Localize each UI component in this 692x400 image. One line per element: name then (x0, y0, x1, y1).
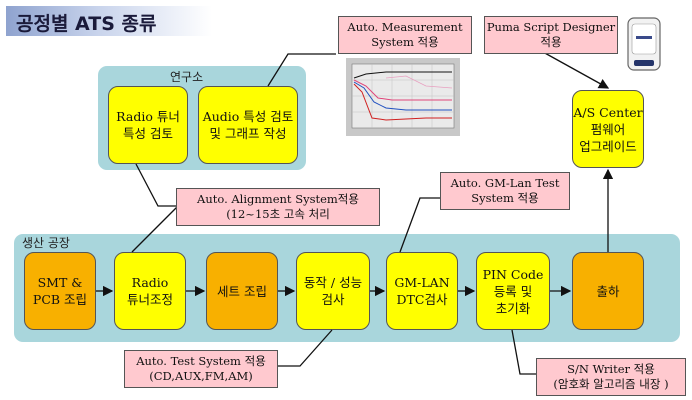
production-panel-label: 생산 공장 (22, 236, 70, 250)
step-gmlan-dtc: GM-LAN DTC검사 (386, 252, 458, 330)
note-gmlan-test: Auto. GM-Lan Test System 적용 (440, 172, 570, 210)
step-smt-pcb: SMT & PCB 조립 (24, 252, 96, 330)
usb-device-image (627, 17, 661, 71)
right-arrow-icon (542, 51, 610, 89)
step-shipping: 출하 (572, 252, 644, 330)
as-center-box: A/S Center 펌웨어 업그레이드 (572, 90, 644, 168)
page-title: 공정별 ATS 종류 (16, 13, 157, 35)
note-sn-writer: S/N Writer 적용 (암호화 알고리즘 내장 ) (536, 358, 686, 396)
note-auto-measurement: Auto. Measurement System 적용 (338, 16, 472, 54)
measurement-graph-image (346, 58, 460, 136)
step-function-test: 동작 / 성능 검사 (296, 252, 370, 330)
research-panel-label: 연구소 (170, 70, 204, 84)
note-auto-alignment: Auto. Alignment System적용 (12~15초 고속 처리 (176, 188, 380, 226)
note-puma-script: Puma Script Designer 적용 (484, 16, 618, 54)
step-radio-tuner: Radio 튜너조정 (114, 252, 186, 330)
research-box-radio: Radio 튜너 특성 검토 (108, 86, 188, 164)
step-pin-code: PIN Code 등록 및 초기화 (476, 252, 550, 330)
title-banner (6, 6, 212, 36)
research-box-audio: Audio 특성 검토 및 그래프 작성 (198, 86, 298, 164)
note-auto-test-system: Auto. Test System 적용 (CD,AUX,FM,AM) (124, 350, 278, 388)
step-set-assembly: 세트 조립 (206, 252, 278, 330)
